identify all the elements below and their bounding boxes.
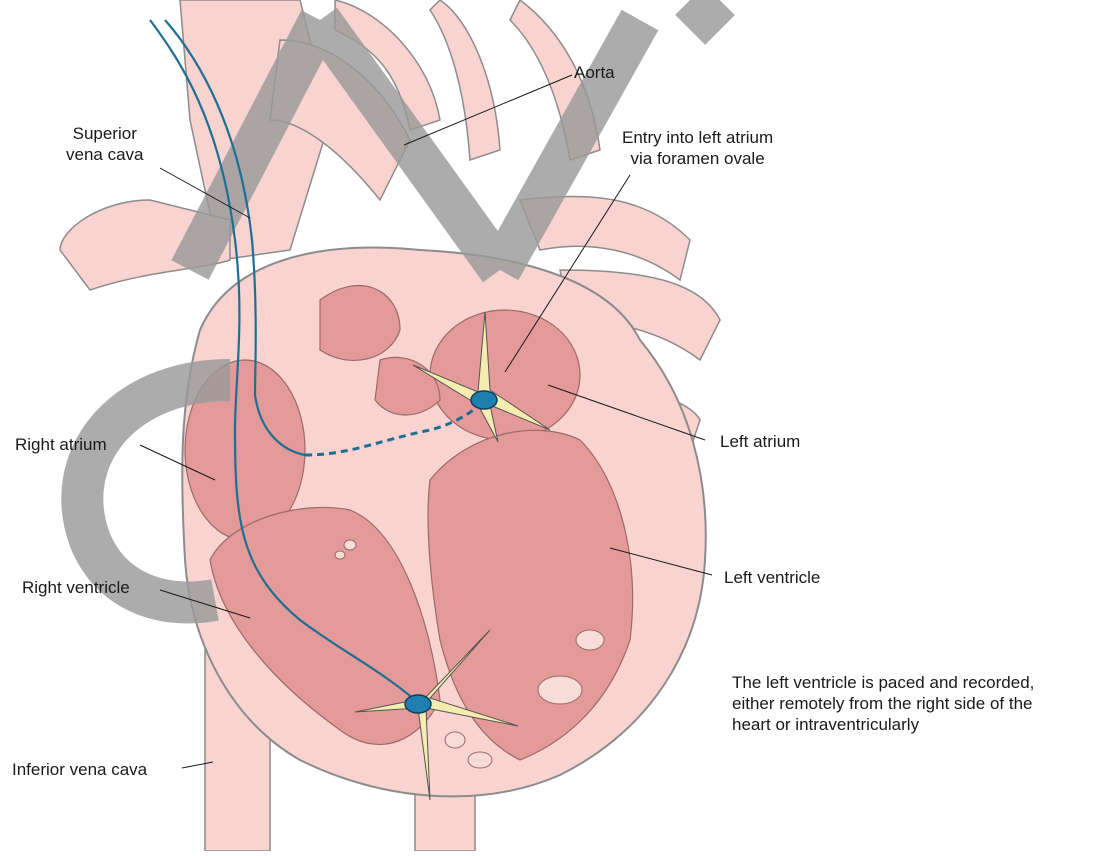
label-entry-left-atrium-line1: Entry into left atrium bbox=[622, 127, 773, 148]
label-superior-vena-cava-line1: Superior bbox=[66, 123, 144, 144]
label-left-atrium: Left atrium bbox=[720, 431, 800, 452]
label-superior-vena-cava-line2: vena cava bbox=[66, 144, 144, 165]
description-note-line2: either remotely from the right side of t… bbox=[732, 693, 1102, 714]
label-right-atrium: Right atrium bbox=[15, 434, 107, 455]
left-atrium-chamber bbox=[430, 310, 580, 440]
description-note: The left ventricle is paced and recorded… bbox=[732, 672, 1102, 735]
label-left-ventricle: Left ventricle bbox=[724, 567, 820, 588]
label-entry-left-atrium-line2: via foramen ovale bbox=[622, 148, 773, 169]
label-inferior-vena-cava: Inferior vena cava bbox=[12, 759, 147, 780]
label-superior-vena-cava: Superior vena cava bbox=[66, 123, 144, 165]
label-right-ventricle: Right ventricle bbox=[22, 577, 130, 598]
label-aorta: Aorta bbox=[574, 62, 615, 83]
description-note-line1: The left ventricle is paced and recorded… bbox=[732, 672, 1102, 693]
description-note-line3: heart or intraventricularly bbox=[732, 714, 1102, 735]
label-entry-left-atrium: Entry into left atrium via foramen ovale bbox=[622, 127, 773, 169]
